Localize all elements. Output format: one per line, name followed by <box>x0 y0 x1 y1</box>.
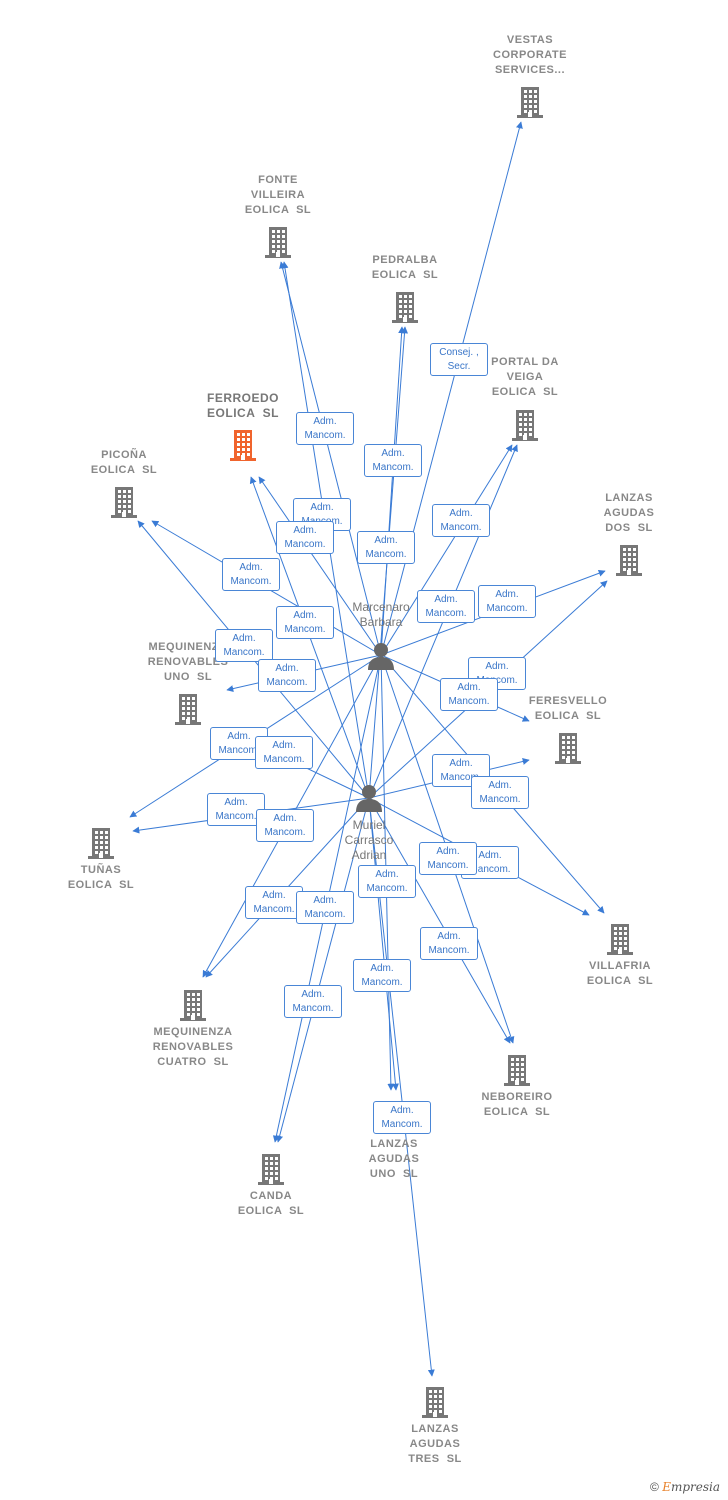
building-icon <box>512 410 538 441</box>
company-node-tunas[interactable] <box>86 826 116 865</box>
edge-label-marcenaro-pedralba: Adm. Mancom. <box>364 444 422 477</box>
company-label-canda[interactable]: CANDA EOLICA SL <box>237 1190 305 1217</box>
company-label-lanzasdos[interactable]: LANZAS AGUDAS DOS SL <box>603 492 655 534</box>
company-label-tunas[interactable]: TUÑAS EOLICA SL <box>67 864 135 891</box>
edge-label-marcenaro-mequi1: Adm. Mancom. <box>258 659 316 692</box>
company-node-mequi4[interactable] <box>178 988 208 1027</box>
company-label-feresvello[interactable]: FERESVELLO EOLICA SL <box>528 695 608 722</box>
company-node-villafria[interactable] <box>605 922 635 961</box>
relation-edge-marcenaro-ferroedo <box>258 476 382 656</box>
building-icon <box>258 1154 284 1185</box>
edge-label-marcenaro-vestas: Consej. , Secr. <box>430 343 488 376</box>
edge-label-marcenaro-neboreiro: Adm. Mancom. <box>420 927 478 960</box>
edge-label-marcenaro-canda: Adm. Mancom. <box>296 891 354 924</box>
company-node-fonte[interactable] <box>263 225 293 264</box>
company-label-lanzastres[interactable]: LANZAS AGUDAS TRES SL <box>408 1423 462 1465</box>
edge-label-marcenaro-lanzasdos: Adm. Mancom. <box>478 585 536 618</box>
relation-edge-muriel-lanzasuno <box>368 797 399 1091</box>
edge-label-muriel-lanzastres: Adm. Mancom. <box>373 1101 431 1134</box>
building-icon <box>504 1055 530 1086</box>
company-node-canda[interactable] <box>256 1152 286 1191</box>
company-node-ferroedo[interactable] <box>228 428 258 467</box>
building-icon <box>616 545 642 576</box>
edge-label-marcenaro-fonte: Adm. Mancom. <box>296 412 354 445</box>
building-icon <box>230 430 256 461</box>
edge-label-muriel-pedralba: Adm. Mancom. <box>357 531 415 564</box>
edge-label-marcenaro-feresvello: Adm. Mancom. <box>440 678 498 711</box>
company-label-portal[interactable]: PORTAL DA VEIGA EOLICA SL <box>491 356 559 398</box>
company-node-mequi1[interactable] <box>173 692 203 731</box>
person-icon <box>368 643 394 670</box>
building-icon <box>607 924 633 955</box>
person-node-muriel[interactable] <box>354 784 384 817</box>
building-icon <box>555 733 581 764</box>
company-label-mequi4[interactable]: MEQUINENZA RENOVABLES CUATRO SL <box>152 1026 234 1068</box>
person-icon <box>356 785 382 812</box>
edge-label-muriel-canda: Adm. Mancom. <box>284 985 342 1018</box>
relation-edge-marcenaro-vestas <box>380 121 523 656</box>
company-node-portal[interactable] <box>510 408 540 447</box>
person-label-marcenaro[interactable]: Marcenaro Barbara <box>352 600 410 629</box>
person-label-muriel[interactable]: Muriel Carrasco Adrian <box>344 818 394 862</box>
empresia-logo: © Empresia <box>650 1480 721 1494</box>
edge-label-marcenaro-lanzasuno: Adm. Mancom. <box>358 865 416 898</box>
edge-label-muriel-lanzasuno: Adm. Mancom. <box>353 959 411 992</box>
building-icon <box>88 828 114 859</box>
company-label-picona[interactable]: PICOÑA EOLICA SL <box>90 449 158 476</box>
edge-label-muriel-ferroedo: Adm. Mancom. <box>276 606 334 639</box>
company-label-pedralba[interactable]: PEDRALBA EOLICA SL <box>371 254 439 281</box>
company-node-vestas[interactable] <box>515 85 545 124</box>
company-label-ferroedo[interactable]: FERROEDO EOLICA SL <box>206 391 280 420</box>
edge-label-muriel-portal: Adm. Mancom. <box>417 590 475 623</box>
relation-edge-muriel-canda <box>276 797 370 1143</box>
company-label-mequi1[interactable]: MEQUINENZA RENOVABLES UNO SL <box>147 641 229 683</box>
person-node-marcenaro[interactable] <box>366 642 396 675</box>
edge-label-muriel-mequi4: Adm. Mancom. <box>245 886 303 919</box>
relation-edge-marcenaro-portal <box>380 444 513 656</box>
edge-label-marcenaro-villafria: Adm. Mancom. <box>471 776 529 809</box>
edge-label-marcenaro-mequi4: Adm. Mancom. <box>256 809 314 842</box>
company-node-picona[interactable] <box>109 485 139 524</box>
edge-label-marcenaro-picona: Adm. Mancom. <box>222 558 280 591</box>
company-node-neboreiro[interactable] <box>502 1053 532 1092</box>
edge-label-muriel-neboreiro: Adm. Mancom. <box>419 842 477 875</box>
company-node-lanzasdos[interactable] <box>614 543 644 582</box>
edge-label-muriel-picona: Adm. Mancom. <box>215 629 273 662</box>
company-label-neboreiro[interactable]: NEBOREIRO EOLICA SL <box>481 1091 553 1118</box>
building-icon <box>517 87 543 118</box>
building-icon <box>265 227 291 258</box>
relation-edge-marcenaro-fonte <box>279 261 382 656</box>
building-icon <box>111 487 137 518</box>
edge-label-marcenaro-tunas: Adm. Mancom. <box>255 736 313 769</box>
company-label-vestas[interactable]: VESTAS CORPORATE SERVICES... <box>493 34 567 76</box>
company-label-villafria[interactable]: VILLAFRIA EOLICA SL <box>586 960 654 987</box>
edge-label-marcenaro-portal: Adm. Mancom. <box>432 504 490 537</box>
company-label-lanzasuno[interactable]: LANZAS AGUDAS UNO SL <box>368 1138 420 1180</box>
building-icon <box>392 292 418 323</box>
company-node-pedralba[interactable] <box>390 290 420 329</box>
building-icon <box>422 1387 448 1418</box>
company-node-feresvello[interactable] <box>553 731 583 770</box>
building-icon <box>180 990 206 1021</box>
relation-edge-muriel-neboreiro <box>368 797 511 1044</box>
company-label-fonte[interactable]: FONTE VILLEIRA EOLICA SL <box>244 174 312 216</box>
edge-label-muriel-tunas: Adm. Mancom. <box>207 793 265 826</box>
edge-label-marcenaro-ferroedo: Adm. Mancom. <box>276 521 334 554</box>
building-icon <box>175 694 201 725</box>
company-node-lanzastres[interactable] <box>420 1385 450 1424</box>
